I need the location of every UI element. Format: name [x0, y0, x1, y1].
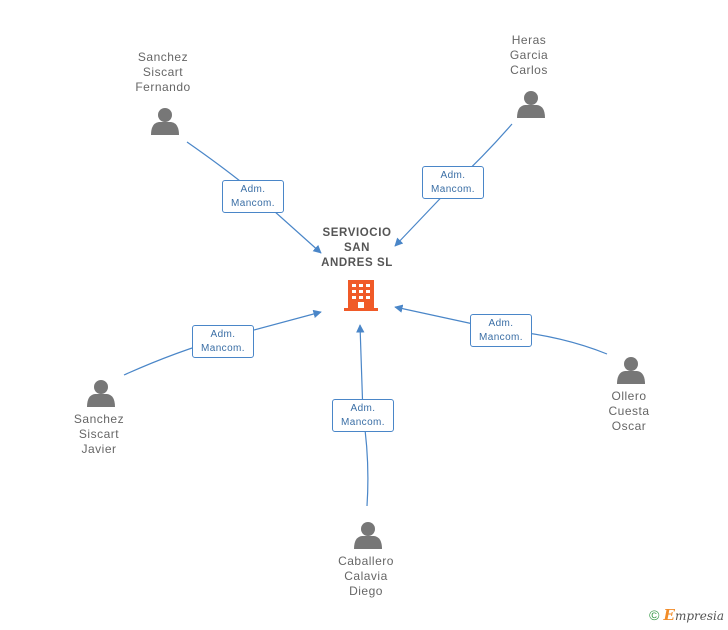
relation-line: Adm. [240, 184, 266, 195]
name-line: Carlos [510, 63, 548, 77]
relation-line: Adm. [440, 170, 466, 181]
name-line: Siscart [78, 427, 120, 441]
company-name[interactable]: SERVIOCIO SAN ANDRES SL [297, 226, 417, 271]
person-icon[interactable] [354, 522, 382, 549]
name-line: Diego [349, 584, 383, 598]
person-icon[interactable] [617, 357, 645, 384]
company-name-line: ANDRES SL [321, 257, 393, 269]
name-line: Heras [511, 33, 547, 47]
name-line: Sanchez [137, 50, 189, 64]
relation-line: Adm. [350, 403, 376, 414]
relation-line: Adm. [210, 329, 236, 340]
brand-rest: mpresia [674, 609, 724, 623]
relation-badge-heras-garcia-carlos[interactable]: Adm. Mancom. [422, 166, 484, 199]
person-icon[interactable] [151, 108, 179, 135]
name-line: Sanchez [73, 412, 125, 426]
relation-badge-ollero-cuesta-oscar[interactable]: Adm. Mancom. [470, 314, 532, 347]
brand-logo: Empresia [664, 606, 725, 624]
brand-footer[interactable]: © Empresia [649, 606, 724, 624]
person-name-caballero-calavia-diego[interactable]: Caballero Calavia Diego [306, 554, 426, 599]
name-line: Garcia [509, 48, 549, 62]
person-icon[interactable] [87, 380, 115, 407]
person-name-heras-garcia-carlos[interactable]: Heras Garcia Carlos [469, 33, 589, 78]
building-icon[interactable] [344, 280, 378, 311]
relation-badge-caballero-calavia-diego[interactable]: Adm. Mancom. [332, 399, 394, 432]
relation-badge-sanchez-siscart-fernando[interactable]: Adm. Mancom. [222, 180, 284, 213]
copyright-icon: © [649, 607, 660, 623]
company-name-line: SERVIOCIO [322, 227, 392, 239]
name-line: Oscar [611, 419, 647, 433]
name-line: Cuesta [608, 404, 650, 418]
relation-line: Mancom. [201, 343, 245, 354]
name-line: Fernando [135, 80, 191, 94]
relation-badge-sanchez-siscart-javier[interactable]: Adm. Mancom. [192, 325, 254, 358]
company-name-line: SAN [343, 242, 371, 254]
name-line: Ollero [611, 389, 647, 403]
relation-line: Adm. [488, 318, 514, 329]
relation-line: Mancom. [231, 198, 275, 209]
relation-line: Mancom. [479, 332, 523, 343]
brand-initial: E [663, 606, 675, 624]
person-name-sanchez-siscart-fernando[interactable]: Sanchez Siscart Fernando [103, 50, 223, 95]
relation-line: Mancom. [431, 184, 475, 195]
name-line: Siscart [142, 65, 184, 79]
person-name-sanchez-siscart-javier[interactable]: Sanchez Siscart Javier [39, 412, 159, 457]
name-line: Javier [81, 442, 117, 456]
person-icon[interactable] [517, 91, 545, 118]
person-name-ollero-cuesta-oscar[interactable]: Ollero Cuesta Oscar [569, 389, 689, 434]
relation-line: Mancom. [341, 417, 385, 428]
name-line: Caballero [338, 554, 394, 568]
name-line: Calavia [344, 569, 388, 583]
